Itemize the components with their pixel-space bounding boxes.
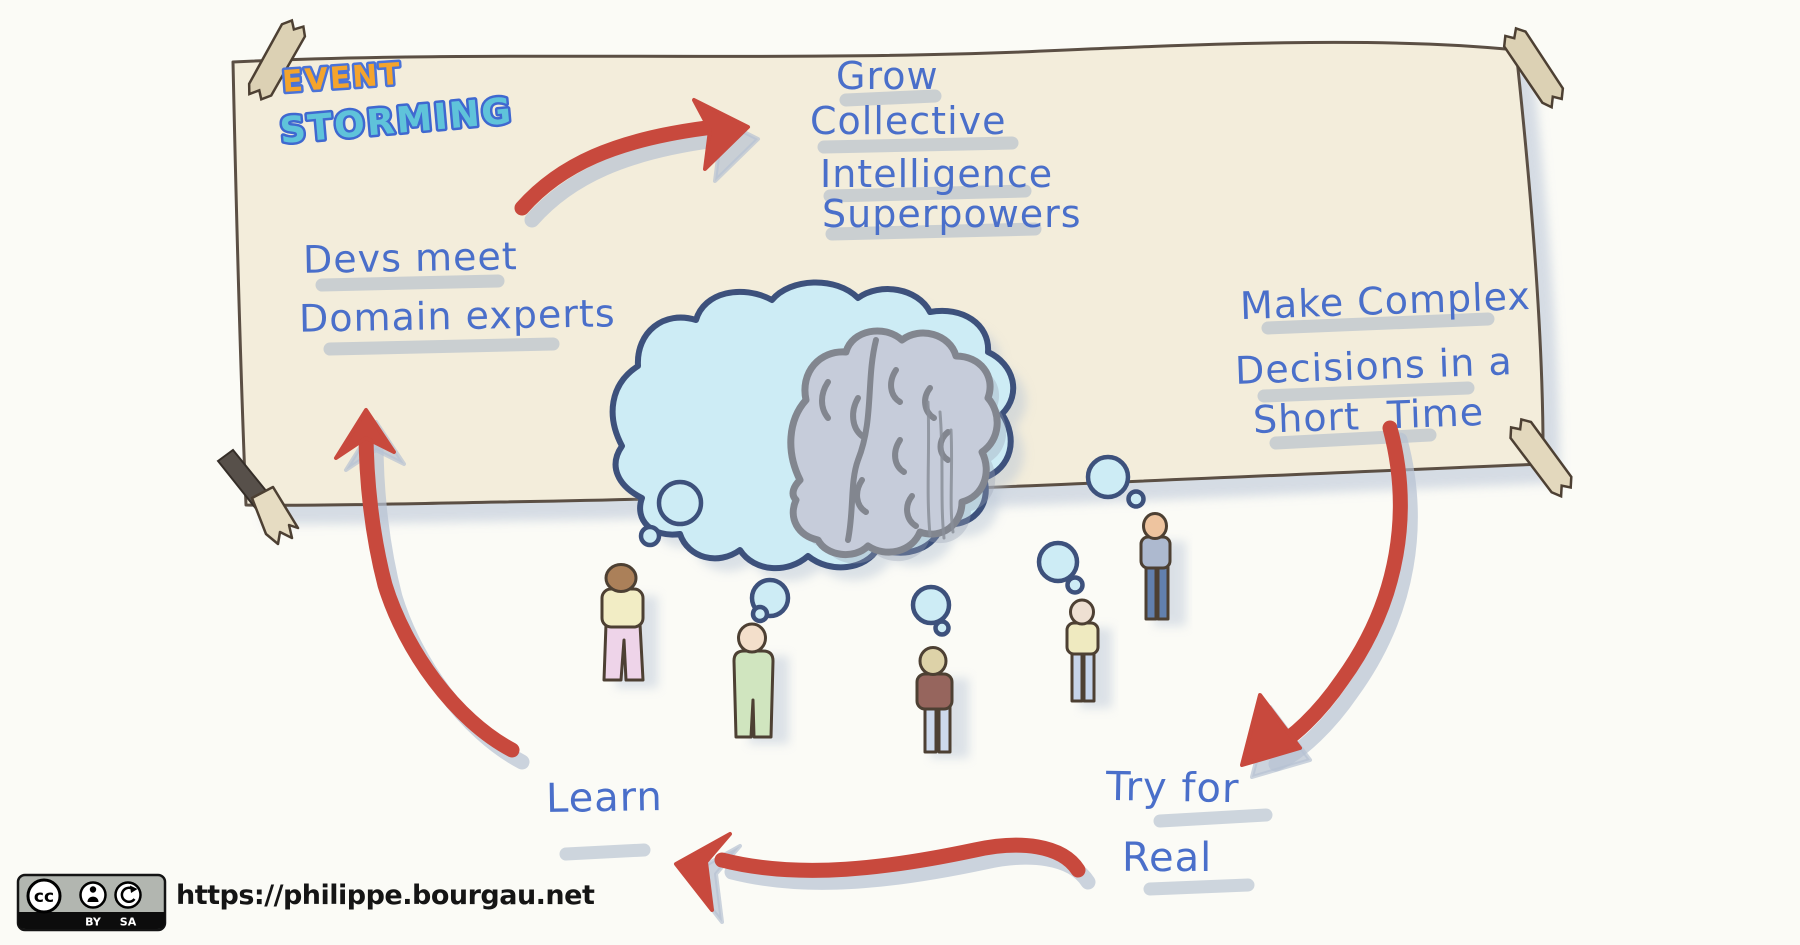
step-label-grow-line3: Intelligence [820, 152, 1054, 196]
cycle-arrows [334, 98, 1408, 912]
gray-highlight-strokes [315, 89, 1495, 896]
step-label-devs-meet-line2: Domain experts [298, 291, 616, 341]
sa-label: SA [120, 916, 137, 929]
arrow-learn-to-devs-icon [334, 408, 520, 758]
person-figure [732, 622, 789, 744]
step-label-decisions-line3: Short Time [1252, 389, 1485, 443]
thought-cloud [609, 279, 1146, 637]
brain-icon [787, 327, 1007, 564]
person-figure [915, 646, 969, 758]
step-label-devs-meet-line1: Devs meet [302, 234, 519, 282]
step-label-decisions-line2: Decisions in a [1234, 339, 1514, 393]
step-label-try-real-line2: Real [1122, 835, 1213, 881]
step-label-grow-line1: Grow [836, 54, 939, 98]
share-alike-icon [114, 881, 142, 909]
by-label: BY [85, 916, 102, 929]
author-url: https://philippe.bourgau.net [176, 880, 595, 911]
cc-icon: cc [26, 878, 62, 914]
person-figure [1065, 598, 1112, 708]
step-label-learn: Learn [545, 773, 664, 823]
arrow-devs-to-grow-icon [514, 98, 750, 216]
thought-bubbles [638, 454, 1146, 637]
logo-event-word: EVENT [281, 57, 403, 100]
arrow-grow-to-decisions-icon [1240, 420, 1408, 767]
person-figure [1139, 512, 1186, 626]
attribution-person-icon [79, 881, 107, 909]
step-label-grow-line2: Collective [810, 99, 1007, 143]
step-label-decisions-line1: Make Complex [1239, 273, 1532, 329]
person-figure [600, 563, 658, 688]
tape-bottom-left-icon [216, 448, 300, 546]
step-label-grow-line4: Superpowers [822, 192, 1082, 236]
cc-license-badge: cc BY SA [16, 873, 167, 932]
people-group [600, 512, 1186, 758]
step-label-try-real-line1: Try for [1105, 763, 1240, 813]
arrow-try-to-learn-icon [674, 832, 1086, 912]
cc-letters: cc [34, 887, 54, 907]
